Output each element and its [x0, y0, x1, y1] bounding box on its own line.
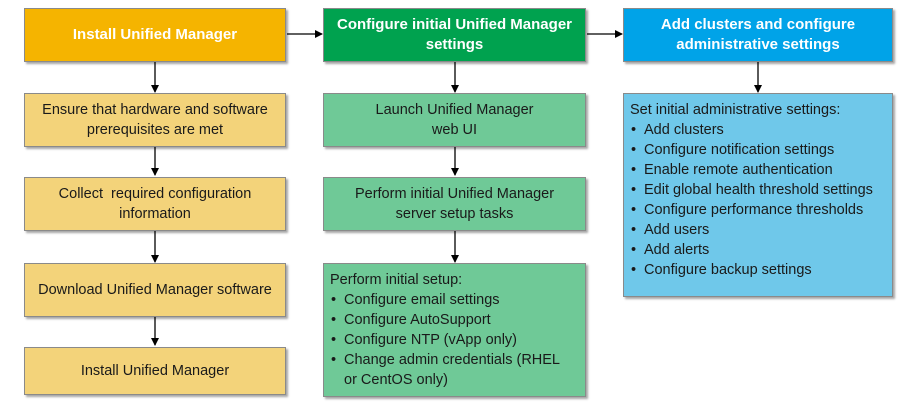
list-item: Configure AutoSupport — [330, 310, 579, 330]
list-item: Add clusters — [630, 120, 873, 140]
column-1-header: Install Unified Manager — [24, 8, 286, 62]
column-1-step-2-label: Collect required configuration informati… — [58, 186, 256, 222]
list-item: Configure email settings — [330, 290, 579, 310]
column-1-step-3: Download Unified Manager software — [24, 263, 286, 317]
column-3-header-label: Add clusters and configure administrativ… — [660, 16, 856, 53]
list-item: Add users — [630, 220, 873, 240]
column-2-list-title: Perform initial setup: — [330, 272, 463, 288]
column-1-header-label: Install Unified Manager — [72, 26, 238, 43]
column-3-header: Add clusters and configure administrativ… — [623, 8, 893, 62]
list-item: Change admin credentials (RHEL or CentOS… — [330, 350, 579, 390]
column-3-list: Add clusters Configure notification sett… — [630, 120, 873, 280]
column-1-step-1-label: Ensure that hardware and software prereq… — [42, 102, 268, 138]
column-2-header: Configure initial Unified Manager settin… — [323, 8, 586, 62]
column-3-list-title: Set initial administrative settings: — [630, 102, 841, 118]
column-2-step-1: Launch Unified Manager web UI — [323, 93, 586, 147]
column-2-step-1-label: Launch Unified Manager web UI — [375, 102, 534, 138]
list-item: Configure notification settings — [630, 140, 873, 160]
column-3-settings-list: Set initial administrative settings: Add… — [623, 93, 893, 297]
column-2-list: Configure email settings Configure AutoS… — [330, 290, 579, 390]
list-item: Add alerts — [630, 240, 873, 260]
column-2-step-2: Perform initial Unified Manager server s… — [323, 177, 586, 231]
column-1-step-3-label: Download Unified Manager software — [38, 282, 272, 298]
column-1-step-4-label: Install Unified Manager — [80, 363, 230, 379]
list-item: Edit global health threshold settings — [630, 180, 873, 200]
column-1-step-1: Ensure that hardware and software prereq… — [24, 93, 286, 147]
column-1-step-2: Collect required configuration informati… — [24, 177, 286, 231]
list-item: Configure NTP (vApp only) — [330, 330, 579, 350]
list-item: Configure backup settings — [630, 260, 873, 280]
column-2-setup-list: Perform initial setup: Configure email s… — [323, 263, 586, 397]
column-2-step-2-label: Perform initial Unified Manager server s… — [354, 186, 555, 222]
list-item: Enable remote authentication — [630, 160, 873, 180]
list-item: Configure performance thresholds — [630, 200, 873, 220]
column-1-step-4: Install Unified Manager — [24, 347, 286, 395]
column-2-header-label: Configure initial Unified Manager settin… — [336, 16, 572, 53]
